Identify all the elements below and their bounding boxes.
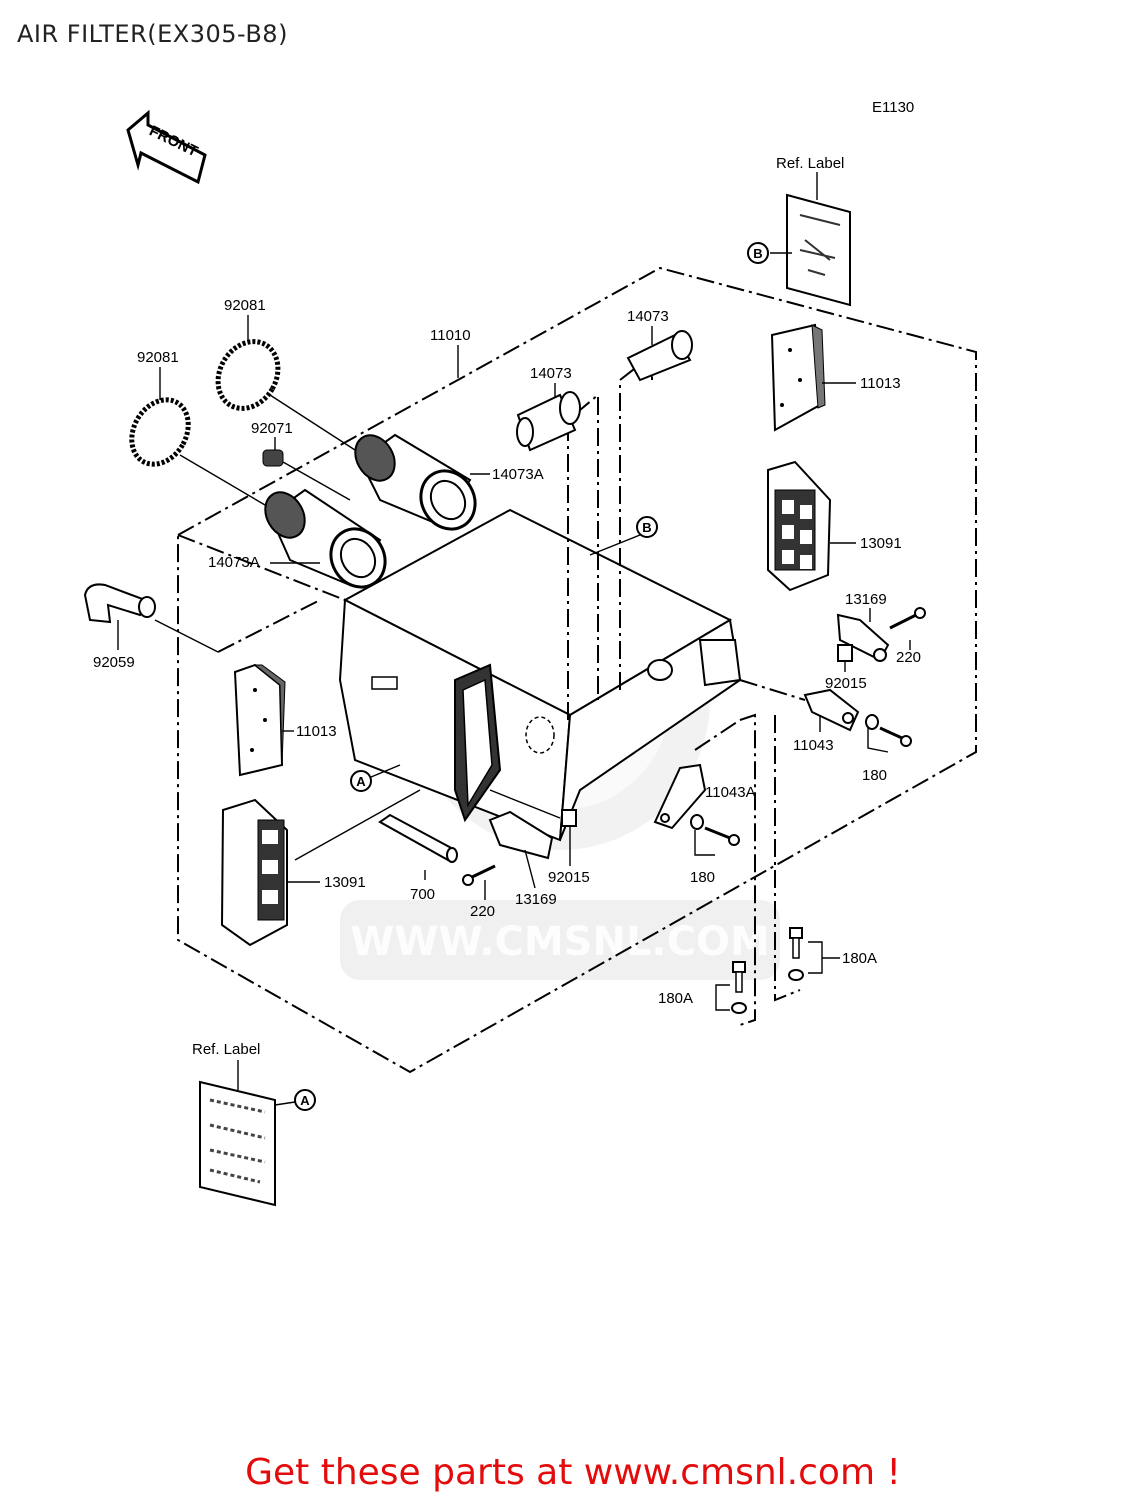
ring-92081-top: 92081 xyxy=(215,297,356,451)
label-92081-left: 92081 xyxy=(137,349,179,366)
marker-b-top: B xyxy=(753,246,762,261)
label-11010: 11010 xyxy=(430,327,471,344)
element-13091-right: 13091 xyxy=(767,460,902,592)
intake-14073-mid: 14073 xyxy=(516,365,581,452)
label-14073A-right: 14073A xyxy=(492,466,544,483)
ref-label-a: Ref. Label A xyxy=(192,1041,316,1207)
bolts-180A-right: 180A xyxy=(788,927,877,981)
tube-700: 700 xyxy=(378,813,458,903)
plate-11013-left: 11013 xyxy=(233,663,337,777)
front-arrow-icon: FRONT xyxy=(126,109,207,185)
label-14073-top: 14073 xyxy=(627,308,669,325)
label-14073A-left: 14073A xyxy=(208,554,260,571)
funnel-14073A-right: 14073A xyxy=(354,433,544,531)
label-92059: 92059 xyxy=(93,654,135,671)
label-92081-top: 92081 xyxy=(224,297,266,314)
label-92015-left: 92015 xyxy=(548,869,590,886)
label-180A-left: 180A xyxy=(658,990,693,1007)
label-700: 700 xyxy=(410,886,435,903)
funnel-14073A-left: 14073A xyxy=(208,488,387,589)
internal-guides xyxy=(567,352,653,720)
label-13091-right: 13091 xyxy=(860,535,902,552)
label-14073-mid: 14073 xyxy=(530,365,572,382)
bracket-11043: 11043 180 xyxy=(793,688,912,784)
svg-text:A: A xyxy=(356,774,366,789)
ref-label-a-text: Ref. Label xyxy=(192,1041,260,1058)
svg-text:B: B xyxy=(642,520,651,535)
intake-14073-top: 14073 xyxy=(626,308,693,382)
right-guides xyxy=(694,679,806,1026)
air-filter-housing xyxy=(338,508,742,842)
label-180-mid: 180 xyxy=(690,869,715,886)
ref-label-b: Ref. Label B xyxy=(747,155,851,307)
bolts-180A-left: 180A xyxy=(658,961,747,1014)
page-title: AIR FILTER(EX305-B8) xyxy=(17,20,288,48)
ref-label-b-text: Ref. Label xyxy=(776,155,844,172)
label-92015-right: 92015 xyxy=(825,675,867,692)
bracket-13169-left: 92015 220 13169 xyxy=(462,789,590,920)
label-180-right: 180 xyxy=(862,767,887,784)
label-220-right: 220 xyxy=(896,649,921,666)
label-92071: 92071 xyxy=(251,420,293,437)
watermark-text: WWW.CMSNL.COM xyxy=(350,919,770,965)
label-11043: 11043 xyxy=(793,737,834,754)
label-13169-left: 13169 xyxy=(515,891,557,908)
label-220-left: 220 xyxy=(470,903,495,920)
marker-a-housing: A xyxy=(350,764,401,792)
label-11013-right: 11013 xyxy=(860,375,901,392)
promo-link[interactable]: Get these parts at www.cmsnl.com ! xyxy=(245,1452,901,1493)
label-13091-left: 13091 xyxy=(324,874,366,891)
diagram-code: E1130 xyxy=(872,99,914,116)
label-180A-right: 180A xyxy=(842,950,877,967)
label-11043A: 11043A xyxy=(705,784,756,801)
label-11013-left: 11013 xyxy=(296,723,337,740)
ring-92081-left: 92081 xyxy=(129,349,266,506)
element-13091-left: 13091 xyxy=(220,789,421,947)
hose-92059: 92059 xyxy=(83,583,321,671)
bracket-13169-right: 13169 220 92015 xyxy=(825,591,926,692)
label-13169-right: 13169 xyxy=(845,591,887,608)
marker-b-housing: B xyxy=(589,516,658,556)
assembly-outline xyxy=(177,266,977,1074)
clip-92071: 92071 xyxy=(251,420,351,501)
marker-a-bottom: A xyxy=(300,1093,310,1108)
bracket-11043A: 11043A 180 xyxy=(653,763,756,886)
plate-11013-right: 11013 xyxy=(770,323,901,432)
